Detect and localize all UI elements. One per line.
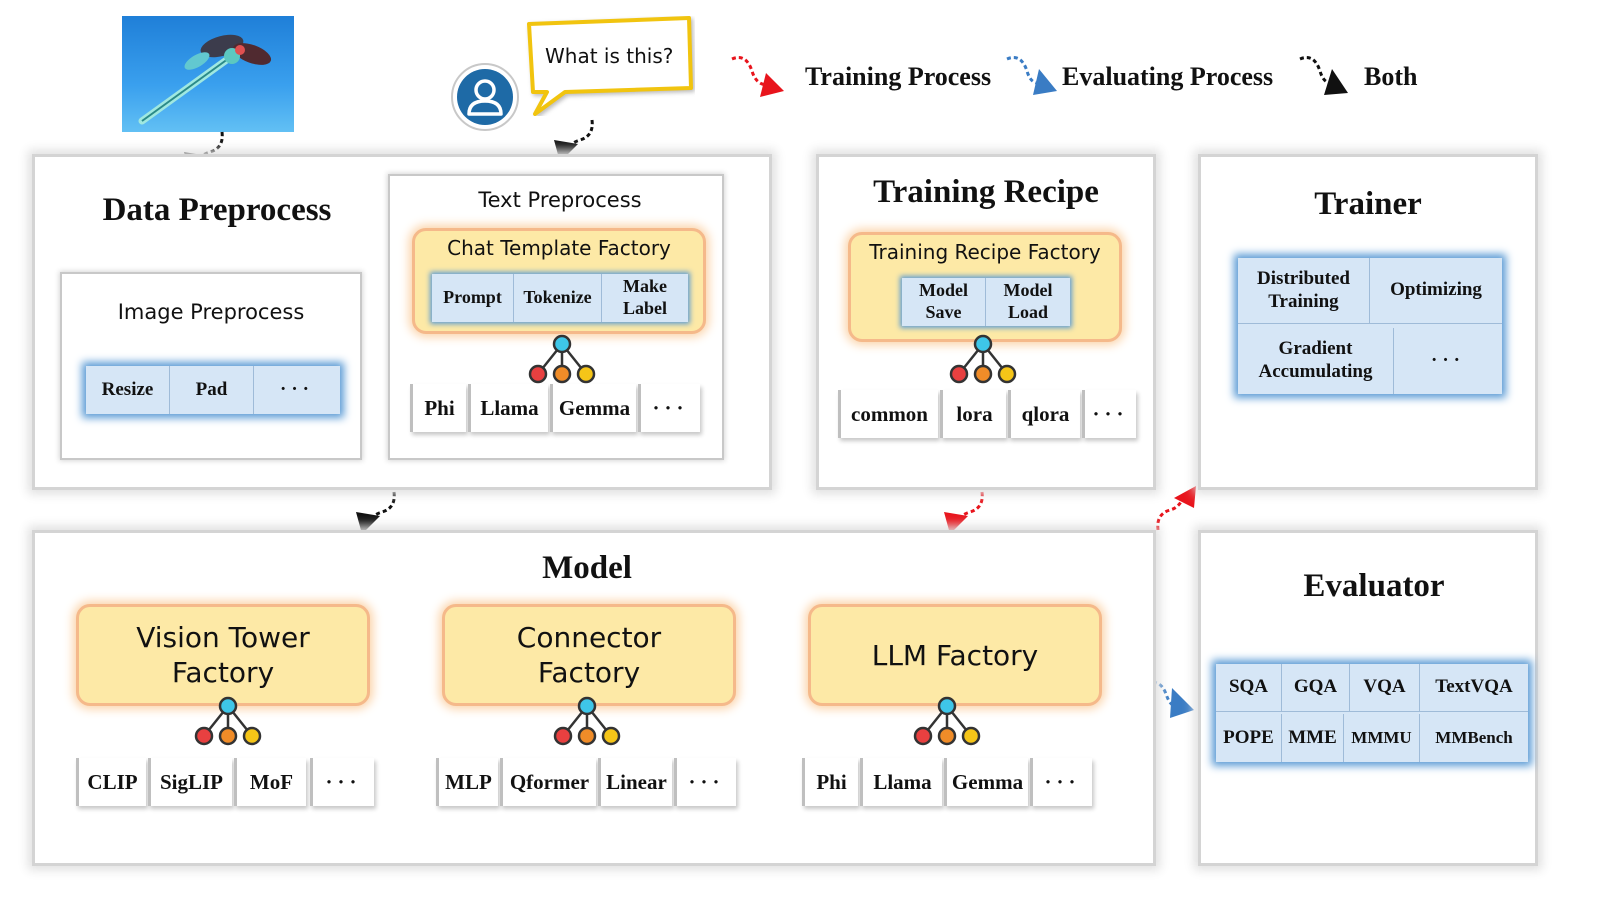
training-recipe-factory-label: Training Recipe Factory [869,240,1101,264]
benchmark-vqa: VQA [1350,664,1420,712]
legend-training-arrow-icon [731,56,784,97]
option-clip[interactable]: CLIP [76,758,146,806]
more-op: ··· [254,366,340,414]
benchmark-textvqa: TextVQA [1420,664,1528,712]
option-llama[interactable]: Llama [860,758,942,806]
option-qlora[interactable]: qlora [1008,390,1080,438]
preprocess-to-model-arrow-icon [356,491,396,534]
hierarchy-tree-icon [528,334,596,384]
prompt-op: Prompt [432,274,514,322]
option-llama[interactable]: Llama [468,384,548,432]
user-avatar-icon [450,62,520,137]
evaluator-title: Evaluator [1303,568,1445,604]
chat-template-factory-label: Chat Template Factory [447,236,671,260]
speech-bubble-text: What is this? [545,44,674,68]
legend-evaluating-arrow-icon [1006,56,1057,95]
llm-factory: LLM Factory [808,604,1102,706]
option-siglip[interactable]: SigLIP [148,758,232,806]
pad-op: Pad [170,366,254,414]
option-common[interactable]: common [838,390,938,438]
option-gemma[interactable]: Gemma [944,758,1028,806]
benchmark-mme: MME [1282,714,1344,762]
option-lora[interactable]: lora [940,390,1006,438]
training-recipe-ops: Model Save Model Load [902,278,1070,326]
connector-factory-label: Connector Factory [516,621,662,689]
benchmark-mmbench: MMBench [1420,714,1528,762]
model-title: Model [542,550,632,586]
option-mof[interactable]: MoF [234,758,306,806]
make-label-op: Make Label [602,274,688,322]
hierarchy-tree-icon [194,696,262,746]
benchmark-pope: POPE [1216,714,1282,762]
image-preprocess-title: Image Preprocess [117,300,305,324]
model-save-op: Model Save [902,278,986,326]
chat-template-ops: Prompt Tokenize Make Label [432,274,688,322]
trainer-title: Trainer [1314,186,1422,222]
recipe-to-model-arrow-icon [944,491,984,534]
legend-evaluating-label: Evaluating Process [1062,62,1274,91]
vision-tower-factory-label: Vision Tower Factory [136,621,310,689]
text-preprocess-title: Text Preprocess [478,188,642,212]
input-image [122,16,294,132]
option-more[interactable]: ··· [674,758,736,806]
model-load-op: Model Load [986,278,1070,326]
optimizing-op: Optimizing [1370,258,1502,324]
dragonfly-image [138,34,272,125]
distributed-training-op: Distributed Training [1238,258,1370,324]
option-qformer[interactable]: Qformer [500,758,596,806]
gradient-accumulating-op: Gradient Accumulating [1238,328,1394,394]
model-to-trainer-arrow-icon [1156,486,1196,531]
option-linear[interactable]: Linear [598,758,672,806]
vision-tower-factory: Vision Tower Factory [76,604,370,706]
legend-both-arrow-icon [1299,56,1348,95]
training-recipe-title: Training Recipe [873,174,1099,210]
legend-training-label: Training Process [805,62,992,91]
option-more[interactable]: ··· [310,758,374,806]
speech-bubble: What is this? [525,16,695,121]
data-preprocess-title: Data Preprocess [102,192,332,228]
tokenize-op: Tokenize [514,274,602,322]
trainer-ops: Distributed Training Optimizing Gradient… [1238,258,1502,394]
option-phi[interactable]: Phi [410,384,466,432]
option-mlp[interactable]: MLP [436,758,498,806]
llm-factory-label: LLM Factory [871,638,1039,672]
resize-op: Resize [86,366,170,414]
more-op: ··· [1394,328,1502,394]
hierarchy-tree-icon [913,696,981,746]
option-gemma[interactable]: Gemma [550,384,636,432]
hierarchy-tree-icon [949,334,1017,384]
option-more[interactable]: ··· [1030,758,1092,806]
image-preprocess-ops: Resize Pad ··· [86,366,340,414]
option-more[interactable]: ··· [1082,390,1136,438]
option-more[interactable]: ··· [638,384,700,432]
legend-both-label: Both [1364,62,1418,91]
hierarchy-tree-icon [553,696,621,746]
benchmark-mmmu: MMMU [1344,714,1420,762]
connector-factory: Connector Factory [442,604,736,706]
evaluator-benchmarks: SQA GQA VQA TextVQA POPE MME MMMU MMBenc… [1216,664,1528,762]
benchmark-sqa: SQA [1216,664,1282,712]
benchmark-gqa: GQA [1282,664,1350,712]
option-phi[interactable]: Phi [802,758,858,806]
